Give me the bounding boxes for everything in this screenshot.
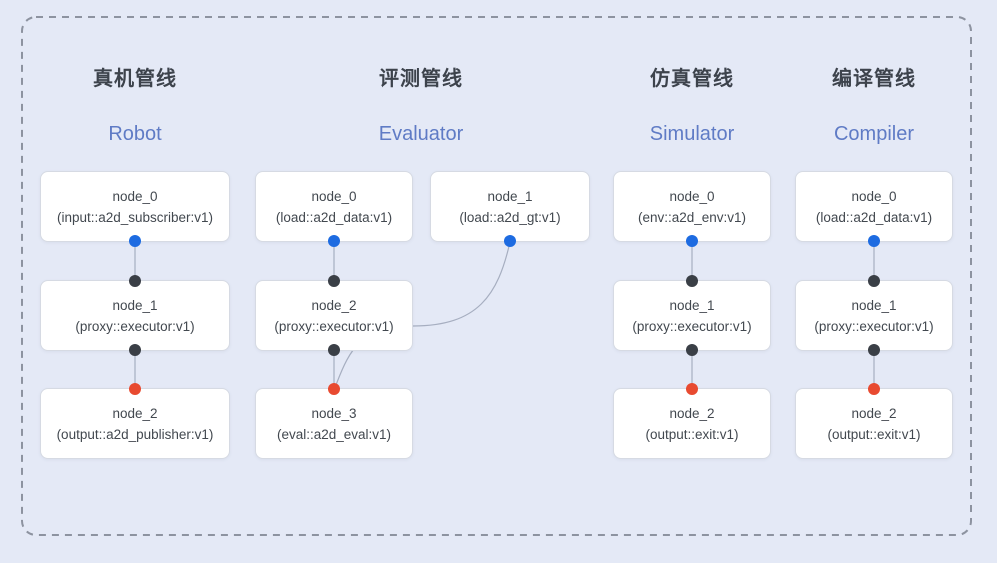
node-name: node_2	[311, 297, 357, 313]
node-name: node_3	[311, 405, 357, 421]
input-port-icon[interactable]	[328, 275, 340, 287]
input-port-icon[interactable]	[868, 275, 880, 287]
output-port-icon[interactable]	[868, 235, 880, 247]
pipeline-title-simulator: 仿真管线	[650, 68, 734, 90]
node-box-evaluator-node1[interactable]: node_1 (load::a2d_gt:v1)	[430, 171, 590, 247]
dashed-group-border	[21, 16, 972, 536]
node-type: (output::exit:v1)	[645, 426, 739, 442]
pipeline-subtitle-robot: Robot	[108, 123, 162, 145]
input-port-icon[interactable]	[868, 383, 880, 395]
input-port-icon[interactable]	[129, 383, 141, 395]
node-name: node_0	[669, 188, 715, 204]
pipeline-subtitle-compiler: Compiler	[833, 123, 915, 145]
node-box-evaluator-node2[interactable]: node_2 (proxy::executor:v1)	[255, 275, 413, 356]
node-type: (output::exit:v1)	[827, 426, 921, 442]
node-box-compiler-node1[interactable]: node_1 (proxy::executor:v1)	[795, 275, 953, 356]
node-type: (input::a2d_subscriber:v1)	[56, 209, 214, 225]
input-port-icon[interactable]	[686, 275, 698, 287]
pipeline-title-evaluator: 评测管线	[379, 68, 463, 90]
node-name: node_0	[311, 188, 357, 204]
edge-eval-1-3-curve	[335, 241, 511, 386]
node-name: node_2	[851, 405, 897, 421]
node-type: (eval::a2d_eval:v1)	[276, 426, 392, 442]
node-name: node_2	[112, 405, 158, 421]
node-type: (load::a2d_data:v1)	[275, 209, 393, 225]
node-name: node_0	[112, 188, 158, 204]
output-port-icon[interactable]	[686, 235, 698, 247]
node-name: node_1	[487, 188, 533, 204]
node-type: (env::a2d_env:v1)	[637, 209, 747, 225]
node-type: (proxy::executor:v1)	[75, 318, 195, 334]
output-port-icon[interactable]	[504, 235, 516, 247]
node-box-simulator-node1[interactable]: node_1 (proxy::executor:v1)	[613, 275, 771, 356]
output-port-icon[interactable]	[129, 344, 141, 356]
node-box-simulator-node2[interactable]: node_2 (output::exit:v1)	[613, 383, 771, 459]
node-name: node_1	[669, 297, 715, 313]
pipeline-subtitle-simulator: Simulator	[649, 123, 735, 145]
pipeline-subtitle-evaluator: Evaluator	[378, 123, 464, 145]
node-box-robot-node1[interactable]: node_1 (proxy::executor:v1)	[40, 275, 230, 356]
node-type: (proxy::executor:v1)	[814, 318, 934, 334]
node-name: node_0	[851, 188, 897, 204]
node-name: node_1	[851, 297, 897, 313]
node-type: (load::a2d_data:v1)	[815, 209, 933, 225]
output-port-icon[interactable]	[868, 344, 880, 356]
node-name: node_2	[669, 405, 715, 421]
pipeline-title-compiler: 编译管线	[832, 68, 916, 90]
node-box-evaluator-node0[interactable]: node_0 (load::a2d_data:v1)	[255, 171, 413, 247]
output-port-icon[interactable]	[686, 344, 698, 356]
output-port-icon[interactable]	[328, 344, 340, 356]
pipeline-title-robot: 真机管线	[93, 68, 177, 90]
input-port-icon[interactable]	[686, 383, 698, 395]
output-port-icon[interactable]	[129, 235, 141, 247]
node-box-simulator-node0[interactable]: node_0 (env::a2d_env:v1)	[613, 171, 771, 247]
node-box-compiler-node0[interactable]: node_0 (load::a2d_data:v1)	[795, 171, 953, 247]
node-box-evaluator-node3[interactable]: node_3 (eval::a2d_eval:v1)	[255, 383, 413, 459]
output-port-icon[interactable]	[328, 235, 340, 247]
input-port-icon[interactable]	[129, 275, 141, 287]
node-box-compiler-node2[interactable]: node_2 (output::exit:v1)	[795, 383, 953, 459]
node-type: (load::a2d_gt:v1)	[459, 209, 561, 225]
node-name: node_1	[112, 297, 158, 313]
node-type: (proxy::executor:v1)	[632, 318, 752, 334]
node-box-robot-node2[interactable]: node_2 (output::a2d_publisher:v1)	[40, 383, 230, 459]
node-type: (proxy::executor:v1)	[274, 318, 394, 334]
node-box-robot-node0[interactable]: node_0 (input::a2d_subscriber:v1)	[40, 171, 230, 247]
node-type: (output::a2d_publisher:v1)	[56, 426, 214, 442]
input-port-icon[interactable]	[328, 383, 340, 395]
edges	[134, 241, 875, 388]
